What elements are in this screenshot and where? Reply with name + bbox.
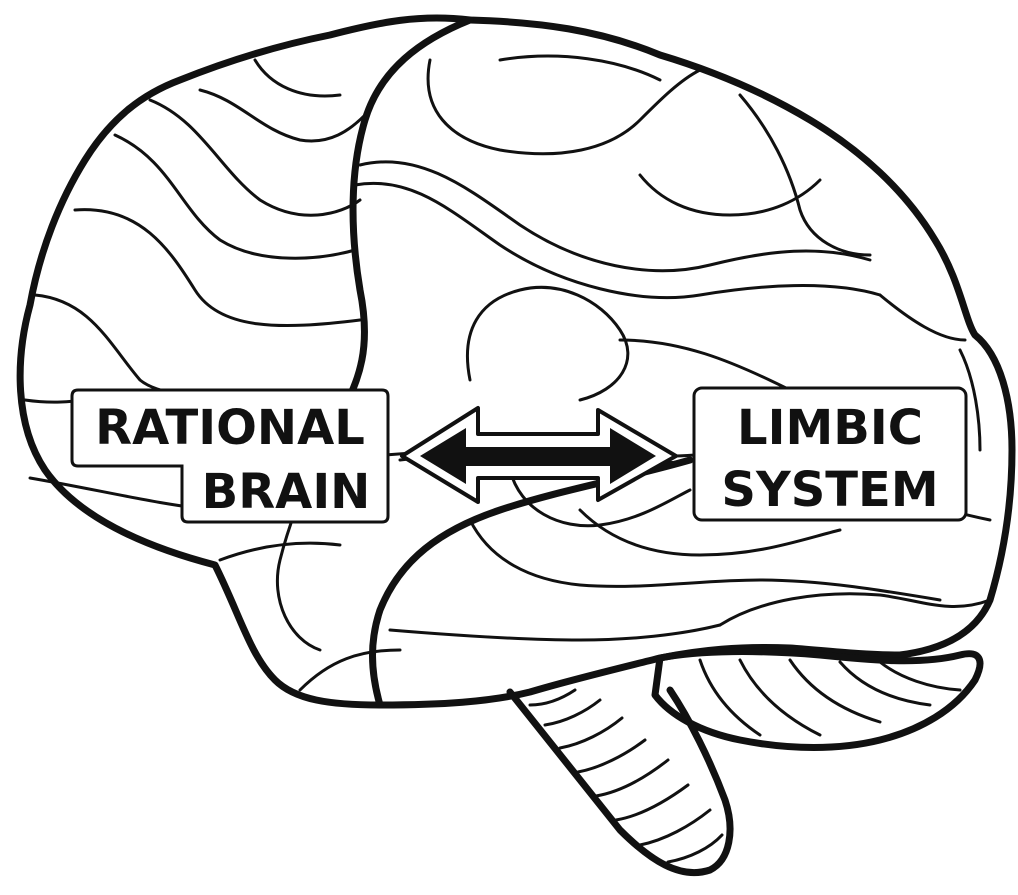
fold-parietal-1 bbox=[428, 60, 700, 154]
lateral-sulcus bbox=[373, 460, 691, 705]
fold-temporal-14 bbox=[300, 650, 400, 690]
brain-stem-ridge-8 bbox=[668, 835, 722, 862]
fold-parietal-7 bbox=[880, 295, 965, 340]
fold-temporal-9 bbox=[720, 594, 990, 625]
brain-stem-ridge-5 bbox=[596, 760, 668, 796]
fold-frontal-7 bbox=[200, 90, 365, 141]
cerebellum-fold-2 bbox=[740, 660, 820, 735]
fold-parietal-4 bbox=[355, 183, 880, 297]
fold-temporal-8 bbox=[390, 625, 720, 640]
fold-frontal-4 bbox=[35, 295, 320, 400]
brain-outline bbox=[20, 18, 1012, 705]
fold-frontal-3 bbox=[75, 210, 360, 326]
brain-stem-ridge-2 bbox=[545, 700, 600, 725]
brain-stem-ridge-4 bbox=[578, 740, 645, 772]
fold-parietal-6 bbox=[640, 175, 820, 215]
limbic-system-label-line2: SYSTEM bbox=[721, 462, 938, 518]
cerebellum-fold-1 bbox=[700, 660, 760, 735]
brain-stem-ridge-3 bbox=[560, 718, 622, 748]
brain-stem-outline bbox=[510, 690, 730, 873]
fold-frontal-2 bbox=[115, 135, 355, 258]
central-sulcus bbox=[330, 20, 470, 430]
fold-frontal-8 bbox=[255, 60, 340, 96]
fold-temporal-7 bbox=[470, 520, 940, 600]
fold-temporal-2 bbox=[620, 340, 790, 390]
cerebellum-fold-5 bbox=[880, 662, 960, 690]
rational-brain-label-line1: RATIONAL bbox=[95, 400, 365, 456]
brain-stem-ridge-6 bbox=[616, 785, 688, 820]
fold-parietal-2 bbox=[500, 56, 660, 80]
brain-stem-ridge-7 bbox=[640, 810, 710, 845]
cerebellum-fold-4 bbox=[840, 662, 930, 705]
rational-brain-label-line2: BRAIN bbox=[202, 464, 371, 520]
limbic-system-label-line1: LIMBIC bbox=[737, 400, 923, 456]
cerebellum-fold-3 bbox=[790, 660, 880, 722]
fold-temporal-1 bbox=[467, 287, 627, 400]
fold-parietal-3 bbox=[360, 162, 870, 271]
